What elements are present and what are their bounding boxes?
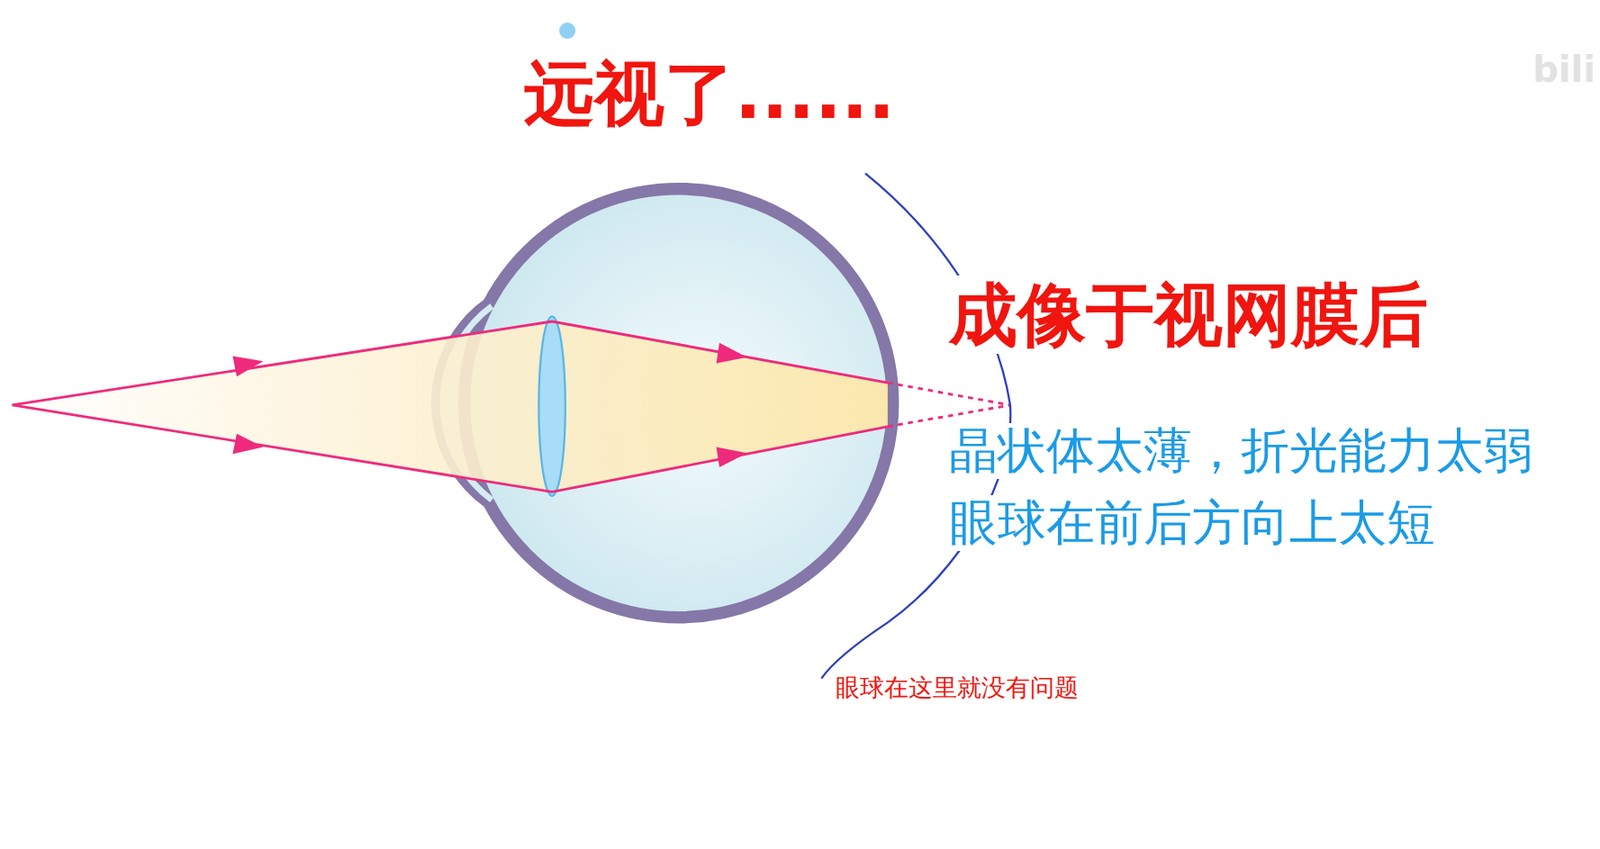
- image-note: 成像于视网膜后: [947, 275, 1430, 354]
- ray-arrows: [232, 343, 747, 468]
- cause-note: 晶状体太薄，折光能力太弱: [947, 423, 1535, 480]
- light-rays: [12, 321, 1011, 492]
- watermark: bili: [1532, 48, 1596, 91]
- title: 远视了......: [524, 54, 895, 136]
- cause-note: 眼球在前后方向上太短: [947, 495, 1438, 552]
- light-beam: [12, 321, 888, 492]
- hand-note: 眼球在这里就没有问题: [835, 673, 1079, 702]
- lens: [538, 316, 565, 496]
- blue-dot: [559, 22, 576, 39]
